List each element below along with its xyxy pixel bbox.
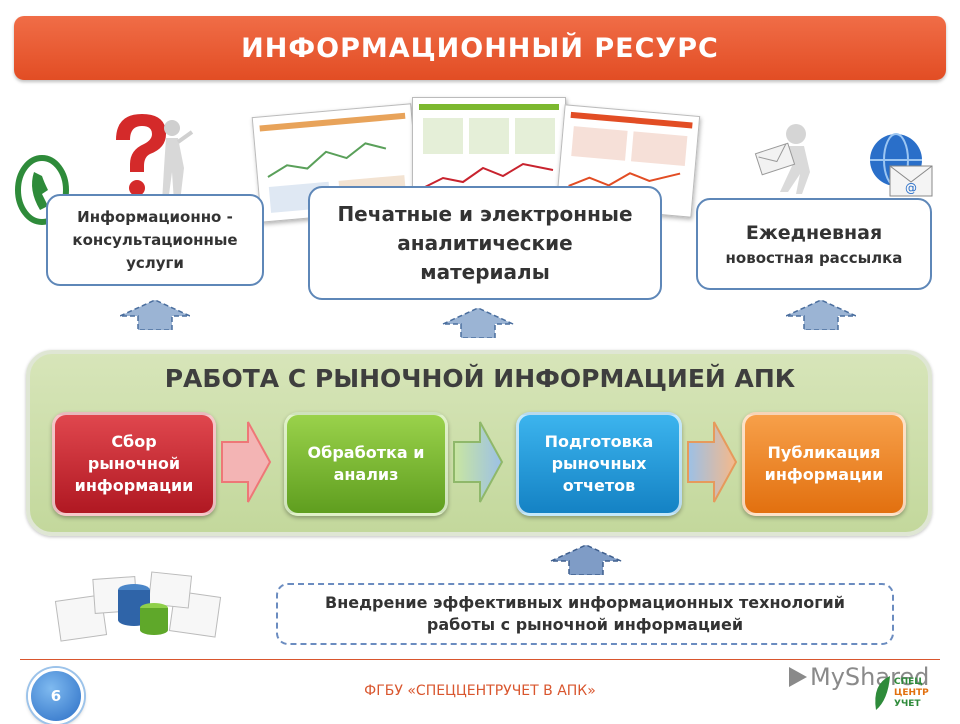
technology-box: Внедрение эффективных информационных тех…: [276, 583, 894, 645]
play-icon: [789, 667, 807, 687]
logo-line-3: УЧЕТ: [894, 698, 921, 709]
newsletter-line-2: новостная рассылка: [725, 249, 903, 267]
stage-analysis-line-1: Обработка и: [307, 443, 425, 462]
database-icon: [54, 571, 222, 642]
right-arrow-icon: [453, 421, 504, 503]
stage-collect: Сбор рыночной информации: [52, 412, 216, 516]
consulting-services-box: Информационно - консультационные услуги: [46, 194, 264, 286]
watermark-text: MyShared: [810, 663, 930, 691]
up-arrow-icon: [120, 300, 190, 330]
stage-publish: Публикация информации: [742, 412, 906, 516]
consulting-line-2: консультационные: [72, 230, 238, 249]
question-person-icon: [116, 114, 194, 202]
footer-org-name: ФГБУ «СПЕЦЦЕНТРУЧЕТ В АПК»: [364, 683, 596, 699]
org-logo: СПЕЦ ЦЕНТР УЧЕТ: [872, 672, 934, 714]
logo-line-2: ЦЕНТР: [894, 687, 929, 698]
up-arrow-icon: [550, 545, 622, 575]
materials-line-2: аналитические: [397, 230, 573, 255]
right-arrow-icon: [687, 421, 738, 503]
watermark: MyShared: [786, 662, 929, 692]
consulting-line-3: услуги: [126, 253, 184, 272]
panel-title: РАБОТА С РЫНОЧНОЙ ИНФОРМАЦИЕЙ АПК: [164, 364, 796, 393]
analytical-materials-box: Печатные и электронные аналитические мат…: [308, 186, 662, 300]
page-title: ИНФОРМАЦИОННЫЙ РЕСУРС: [241, 32, 719, 64]
stage-publish-line-2: информации: [764, 465, 884, 484]
up-arrow-icon: [786, 300, 856, 330]
stage-collect-line-1: Сбор: [111, 432, 157, 451]
stage-reports-line-3: отчетов: [562, 476, 636, 495]
stage-analysis: Обработка и анализ: [284, 412, 448, 516]
svg-text:@: @: [905, 181, 917, 195]
stage-reports-line-2: рыночных: [551, 454, 647, 473]
newsletter-line-1: Ежедневная: [745, 222, 883, 244]
stage-reports: Подготовка рыночных отчетов: [516, 412, 682, 516]
title-bar: ИНФОРМАЦИОННЫЙ РЕСУРС: [14, 16, 946, 80]
footer-divider: [20, 659, 940, 660]
right-arrow-icon: [221, 421, 272, 503]
stage-collect-line-3: информации: [74, 476, 194, 495]
stage-analysis-line-2: анализ: [333, 465, 399, 484]
consulting-line-1: Информационно -: [77, 207, 233, 226]
technology-line-2: работы с рыночной информацией: [426, 615, 744, 634]
stage-publish-line-1: Публикация: [767, 443, 881, 462]
mail-person-icon: [754, 124, 810, 194]
up-arrow-icon: [442, 308, 514, 338]
page-number-badge: 6: [28, 668, 84, 724]
newsletter-box: Ежедневная новостная рассылка: [696, 198, 932, 290]
email-globe-icon: @: [870, 133, 933, 197]
page-number: 6: [50, 687, 62, 705]
logo-leaf-icon: [875, 676, 890, 710]
materials-line-1: Печатные и электронные: [337, 201, 633, 226]
report-page-right: [555, 104, 701, 218]
logo-line-1: СПЕЦ: [894, 676, 923, 687]
stage-reports-line-1: Подготовка: [544, 432, 654, 451]
materials-line-3: материалы: [420, 259, 550, 284]
technology-line-1: Внедрение эффективных информационных тех…: [325, 593, 845, 612]
phone-icon: [15, 155, 69, 225]
stage-collect-line-2: рыночной: [87, 454, 181, 473]
